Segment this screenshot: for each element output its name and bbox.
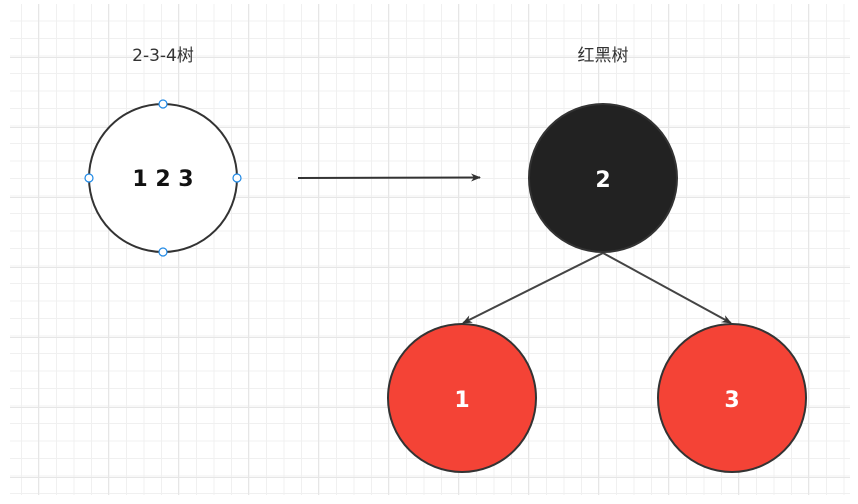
node-left-label: 1	[454, 388, 469, 413]
node-root-label: 2	[595, 168, 610, 193]
transform-arrow[interactable]	[297, 173, 481, 182]
title-234-tree: 2-3-4树	[132, 46, 194, 66]
edge-root-right[interactable]	[602, 252, 732, 324]
node-234[interactable]: 1 2 3	[84, 99, 242, 257]
selection-handles[interactable]	[84, 99, 242, 257]
node-right-child[interactable]: 3	[657, 323, 807, 473]
node-234-label: 1 2 3	[132, 167, 193, 192]
title-red-black-tree: 红黑树	[578, 46, 629, 66]
edge-root-left[interactable]	[462, 252, 604, 324]
node-left-child[interactable]: 1	[387, 323, 537, 473]
node-root[interactable]: 2	[528, 103, 678, 253]
node-right-label: 3	[724, 388, 739, 413]
